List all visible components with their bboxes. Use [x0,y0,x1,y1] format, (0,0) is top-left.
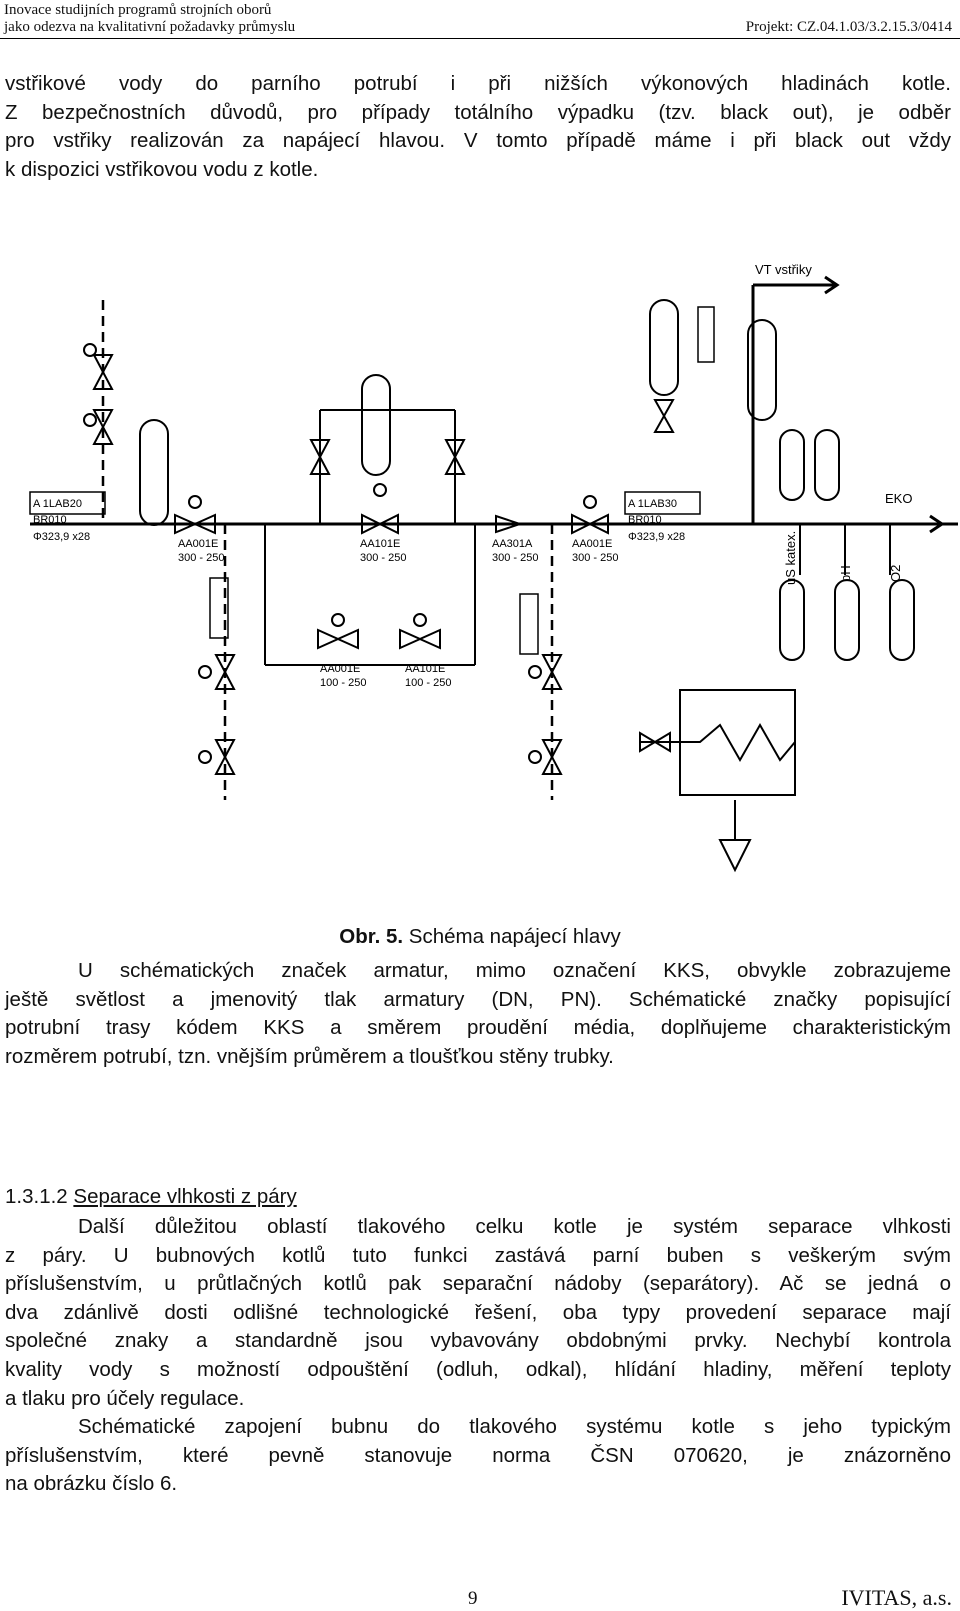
header-subtitle: jako odezva na kvalitativní požadavky pr… [4,19,296,35]
caption-text: Schéma napájecí hlavy [403,925,621,948]
text-line: Další důležitou oblastí tlakového celku … [78,1215,951,1238]
valve-size: 300 - 250 [178,552,224,564]
left-tag-label: A 1LAB20 [33,498,82,510]
paragraph-2: Další důležitou oblastí tlakového celku … [5,1213,951,1413]
text-line: z páry. U bubnových kotlů tuto funkci za… [5,1243,951,1267]
valve-aa001e-right [571,513,609,535]
valve-aa001e-left [174,513,216,535]
valve-size: 100 - 250 [320,677,366,689]
text-line: a tlaku pro účely regulace. [5,1386,245,1410]
valve-size: 300 - 250 [360,552,406,564]
valve-aa101e [361,513,399,535]
valve-size: 100 - 250 [405,677,451,689]
valve-bypass-2 [399,628,441,650]
intro-paragraph: vstřikové vody do parního potrubí i při … [5,70,951,184]
us-label: uS katex. [783,531,798,585]
page-header: Inovace studijních programů strojních ob… [0,0,960,39]
caption-label: Obr. 5. [339,925,404,948]
valve-label: AA101E [405,663,445,675]
right-dim-label: Φ323,9 x28 [628,531,685,543]
valve-label: AA101E [360,538,400,550]
valve-bypass-1 [317,628,359,650]
footer-company: IVITAS, a.s. [841,1585,952,1610]
text-line: na obrázku číslo 6. [5,1472,178,1496]
left-dim-label: Φ323,9 x28 [33,531,90,543]
vt-label: VT vstřiky [755,262,812,277]
text-line: kvality vody s možností odpouštění (odlu… [5,1357,951,1381]
text-line: pro vstřiky realizován za napájecí hlavo… [5,129,951,153]
ph-label: pH [838,565,853,582]
text-line: U schématických značek armatur, mimo ozn… [78,959,951,982]
valve-size: 300 - 250 [492,552,538,564]
header-program: Inovace studijních programů strojních ob… [4,2,272,18]
section-heading: 1.3.1.2 Separace vlhkosti z páry [5,1185,297,1209]
text-line: příslušenstvím, které pevně stanovuje no… [5,1443,951,1467]
valve-label: AA001E [178,538,218,550]
text-line: potrubní trasy kódem KKS a směrem proudě… [5,1016,951,1040]
valve-label: AA001E [320,663,360,675]
section-title: Separace vlhkosti z páry [73,1185,297,1208]
valve-label: AA001E [572,538,612,550]
text-line: ještě světlost a jmenovitý tlak armatury… [5,987,951,1011]
text-line: dva zdánlivě dosti odlišné technologické… [5,1300,951,1324]
left-br-label: BR010 [33,514,67,526]
valve-label: AA301A [492,538,533,550]
eko-label: EKO [885,491,912,506]
text-line: rozměrem potrubí, tzn. vnějším průměrem … [5,1044,614,1068]
right-br-label: BR010 [628,514,662,526]
text-line: Schématické zapojení bubnu do tlakového … [78,1415,951,1438]
o2-label: O2 [888,565,903,582]
header-project: Projekt: CZ.04.1.03/3.2.15.3/0414 [745,19,952,35]
section-number: 1.3.1.2 [5,1185,74,1208]
text-line: společné znaky a standardně jsou vybavov… [5,1329,951,1353]
paragraph-3: Schématické zapojení bubnu do tlakového … [5,1413,951,1499]
page-number: 9 [468,1588,478,1609]
text-line: k dispozici vstřikovou vodu z kotle. [5,157,319,181]
right-tag-label: A 1LAB30 [628,498,677,510]
text-line: vstřikové vody do parního potrubí i při … [5,72,951,95]
valve-size: 300 - 250 [572,552,618,564]
text-line: příslušenstvím, u průtlačných kotlů pak … [5,1272,951,1296]
feedwater-head-schematic: VT vstřiky EKO A 1LAB20 BR010 Φ323,9 x28… [29,262,958,873]
figure-caption: Obr. 5. Schéma napájecí hlavy [0,925,960,949]
paragraph-1: U schématických značek armatur, mimo ozn… [5,957,951,1071]
valve-aa301a [495,514,524,534]
text-line: Z bezpečnostních důvodů, pro případy tot… [5,100,951,124]
